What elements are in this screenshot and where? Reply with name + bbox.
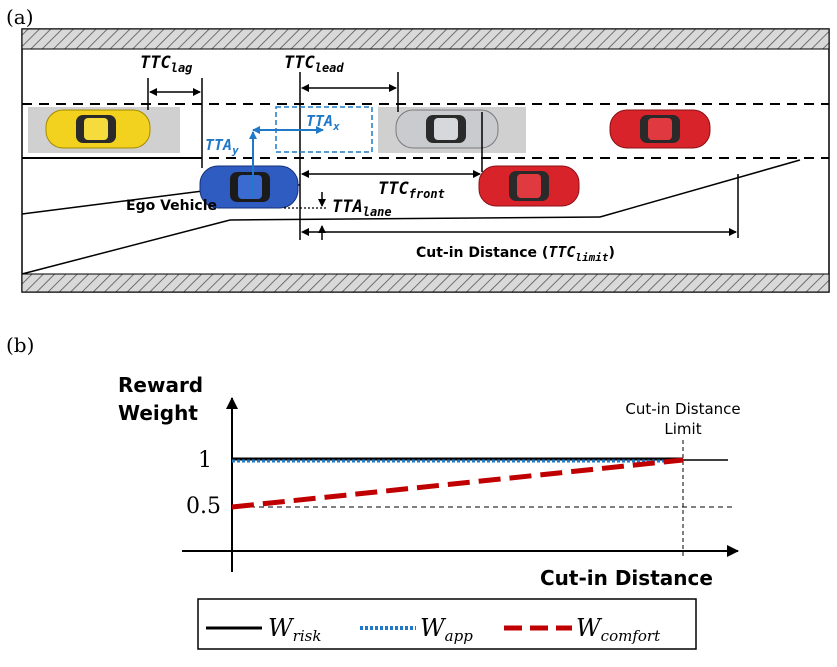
ego-vehicle-label: Ego Vehicle (126, 198, 217, 214)
road-diagram: TTClag TTClead TTAx TTAy TTCfront TTAlan… (21, 28, 830, 293)
ttc-front-label: TTCfront (378, 179, 445, 201)
legend-label-app: Wapp (420, 614, 473, 645)
red-car-front (478, 165, 580, 207)
legend-box (197, 598, 697, 650)
top-barrier (21, 28, 830, 50)
ramp-line-exit (599, 159, 801, 218)
cutin-limit-label-line1: Cut-in Distance (625, 400, 740, 418)
cutin-distance-label: Cut-in Distance (TTClimit) (416, 243, 615, 264)
legend-label-comfort: Wcomfort (576, 614, 661, 645)
bottom-barrier (21, 273, 830, 293)
ttc-lead-label: TTClead (284, 53, 344, 75)
ego-car (199, 165, 299, 209)
tick-label-1: 1 (198, 448, 212, 473)
panel-b-label: (b) (6, 333, 34, 357)
road-frame (21, 28, 830, 293)
tick-label-0-5: 0.5 (186, 494, 221, 519)
panel-a-label: (a) (6, 5, 34, 29)
reward-weight-chart: Reward Weight 1 0.5 Cut-in Distance Limi… (118, 373, 741, 650)
red-car-far (609, 109, 711, 149)
legend: Wrisk Wapp Wcomfort (197, 598, 697, 650)
silver-car (395, 109, 499, 149)
ramp-line-lower (21, 219, 231, 275)
x-axis-label: Cut-in Distance (540, 566, 713, 590)
y-axis-label-line1: Reward (118, 373, 203, 397)
legend-label-risk: Wrisk (268, 614, 321, 645)
y-axis-label-line2: Weight (118, 401, 198, 425)
ttc-lag-label: TTClag (140, 53, 192, 75)
cutin-limit-label-line2: Limit (664, 420, 701, 438)
tta-lane-label: TTAlane (332, 197, 392, 219)
ramp-line-lower-flat (229, 216, 601, 221)
tta-x-label: TTAx (306, 112, 340, 133)
yellow-car (45, 109, 151, 149)
tta-y-label: TTAy (205, 136, 239, 157)
series-w-comfort (231, 457, 684, 510)
